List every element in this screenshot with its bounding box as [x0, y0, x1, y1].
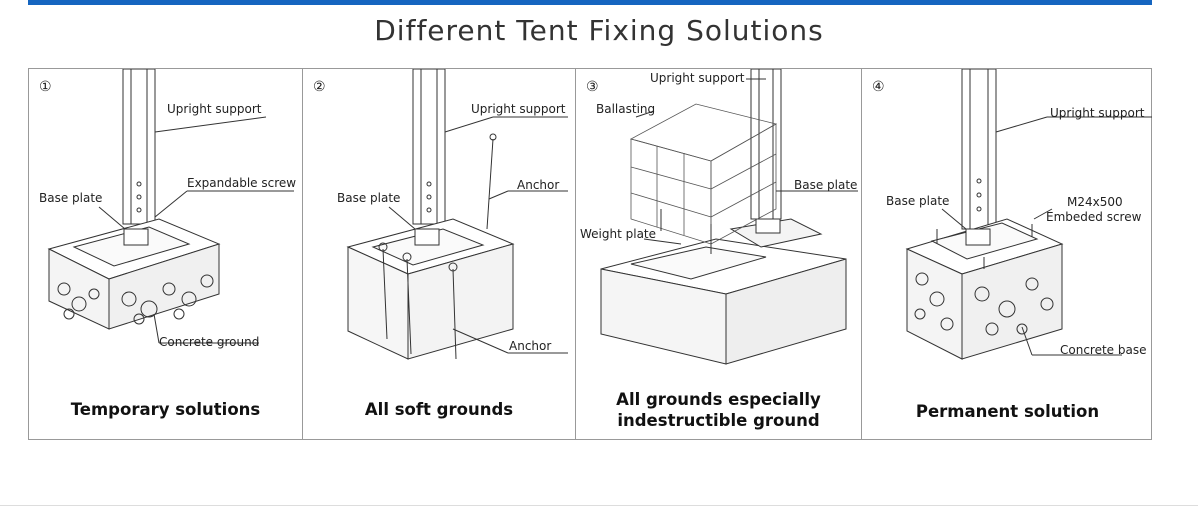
label-base-plate-2: Base plate: [337, 191, 401, 205]
label-anchor-bottom: Anchor: [509, 339, 552, 353]
label-concrete-ground: Concrete ground: [159, 335, 260, 349]
label-concrete-base: Concrete base: [1060, 343, 1147, 357]
label-upright-support-4: Upright support: [1050, 106, 1145, 120]
panel-temporary: ① Upright support Base plate Expandable …: [29, 69, 303, 439]
caption-temporary: Temporary solutions: [70, 400, 261, 419]
panel-4-number: ④: [872, 79, 885, 95]
panel-1-number: ①: [39, 79, 52, 95]
panel-1-illustration: [47, 69, 294, 344]
panel-soft-grounds: ② Upright support Base plate Anchor Anch…: [303, 69, 576, 439]
label-m24x500: M24x500: [1067, 195, 1123, 209]
diagram-frame: ① Upright support Base plate Expandable …: [28, 68, 1152, 440]
panel-2-illustration: [346, 69, 568, 360]
label-weight-plate: Weight plate: [580, 227, 657, 241]
bottom-divider: [0, 505, 1198, 506]
panel-3-illustration: [600, 69, 858, 365]
panel-all-grounds: ③ Upright support Ballasting Base plate …: [576, 69, 862, 439]
label-base-plate-3: Base plate: [794, 178, 858, 192]
label-embeded-screw: Embeded screw: [1046, 210, 1142, 224]
label-base-plate: Base plate: [39, 191, 103, 205]
panel-2-number: ②: [313, 79, 326, 95]
caption-all-grounds-line1: All grounds especially: [616, 390, 821, 409]
top-accent-bar: [28, 0, 1152, 5]
label-upright-support-2: Upright support: [471, 102, 566, 116]
caption-all-grounds-line2: indestructible ground: [617, 411, 820, 430]
page-title: Different Tent Fixing Solutions: [374, 14, 824, 47]
panel-permanent: ④ Upright support Base plate M24x500 Emb…: [862, 69, 1153, 439]
panel-4-illustration: [905, 69, 1152, 360]
label-ballasting: Ballasting: [596, 102, 656, 116]
panel-3-number: ③: [586, 79, 599, 95]
label-upright-support-3: Upright support: [650, 71, 745, 85]
label-base-plate-4: Base plate: [886, 194, 950, 208]
label-upright-support: Upright support: [167, 102, 262, 116]
caption-permanent: Permanent solution: [915, 402, 1100, 421]
label-anchor-top: Anchor: [517, 178, 560, 192]
label-expandable-screw: Expandable screw: [187, 176, 297, 190]
caption-soft-grounds: All soft grounds: [364, 400, 514, 419]
